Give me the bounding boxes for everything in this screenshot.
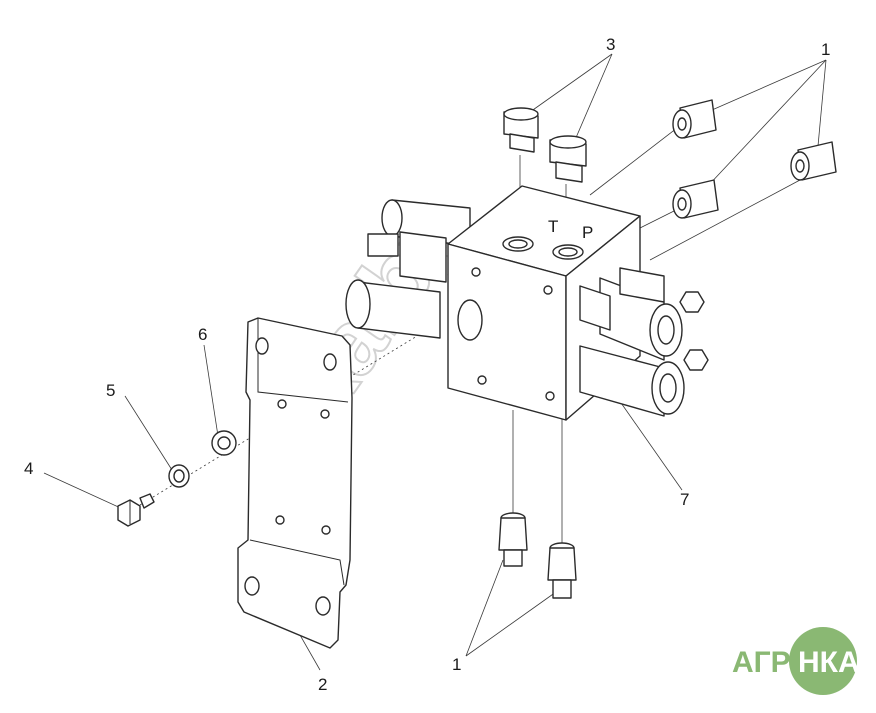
plug-1 — [503, 107, 539, 153]
callout-5: 5 — [106, 381, 115, 400]
port-label-t: T — [548, 217, 558, 236]
flat-washer — [211, 430, 237, 456]
fitting-bottom-2 — [547, 542, 577, 599]
logo-circle — [789, 627, 857, 695]
mounting-bracket — [237, 317, 353, 649]
fitting-top-2 — [672, 179, 719, 219]
leader-lines — [43, 53, 827, 671]
valve-block: T P — [345, 185, 709, 421]
port-label-p: P — [582, 223, 593, 242]
callout-1-top: 1 — [821, 40, 830, 59]
logo-text-right: НКА — [798, 646, 860, 679]
callout-4: 4 — [24, 459, 33, 478]
callout-6: 6 — [198, 325, 207, 344]
spring-washer — [168, 464, 190, 488]
callout-7: 7 — [680, 490, 689, 509]
agro-nka-logo: АГРО НКА — [732, 627, 860, 695]
fitting-top-3 — [790, 141, 837, 181]
fitting-top-1 — [672, 99, 717, 139]
callout-2: 2 — [318, 675, 327, 694]
callout-labels: 1 1 2 3 4 5 6 7 — [24, 35, 830, 694]
callout-1-bottom: 1 — [452, 655, 461, 674]
fitting-bottom-1 — [498, 512, 528, 567]
bolt — [117, 493, 155, 527]
plug-2 — [549, 135, 587, 183]
callout-3: 3 — [606, 35, 615, 54]
